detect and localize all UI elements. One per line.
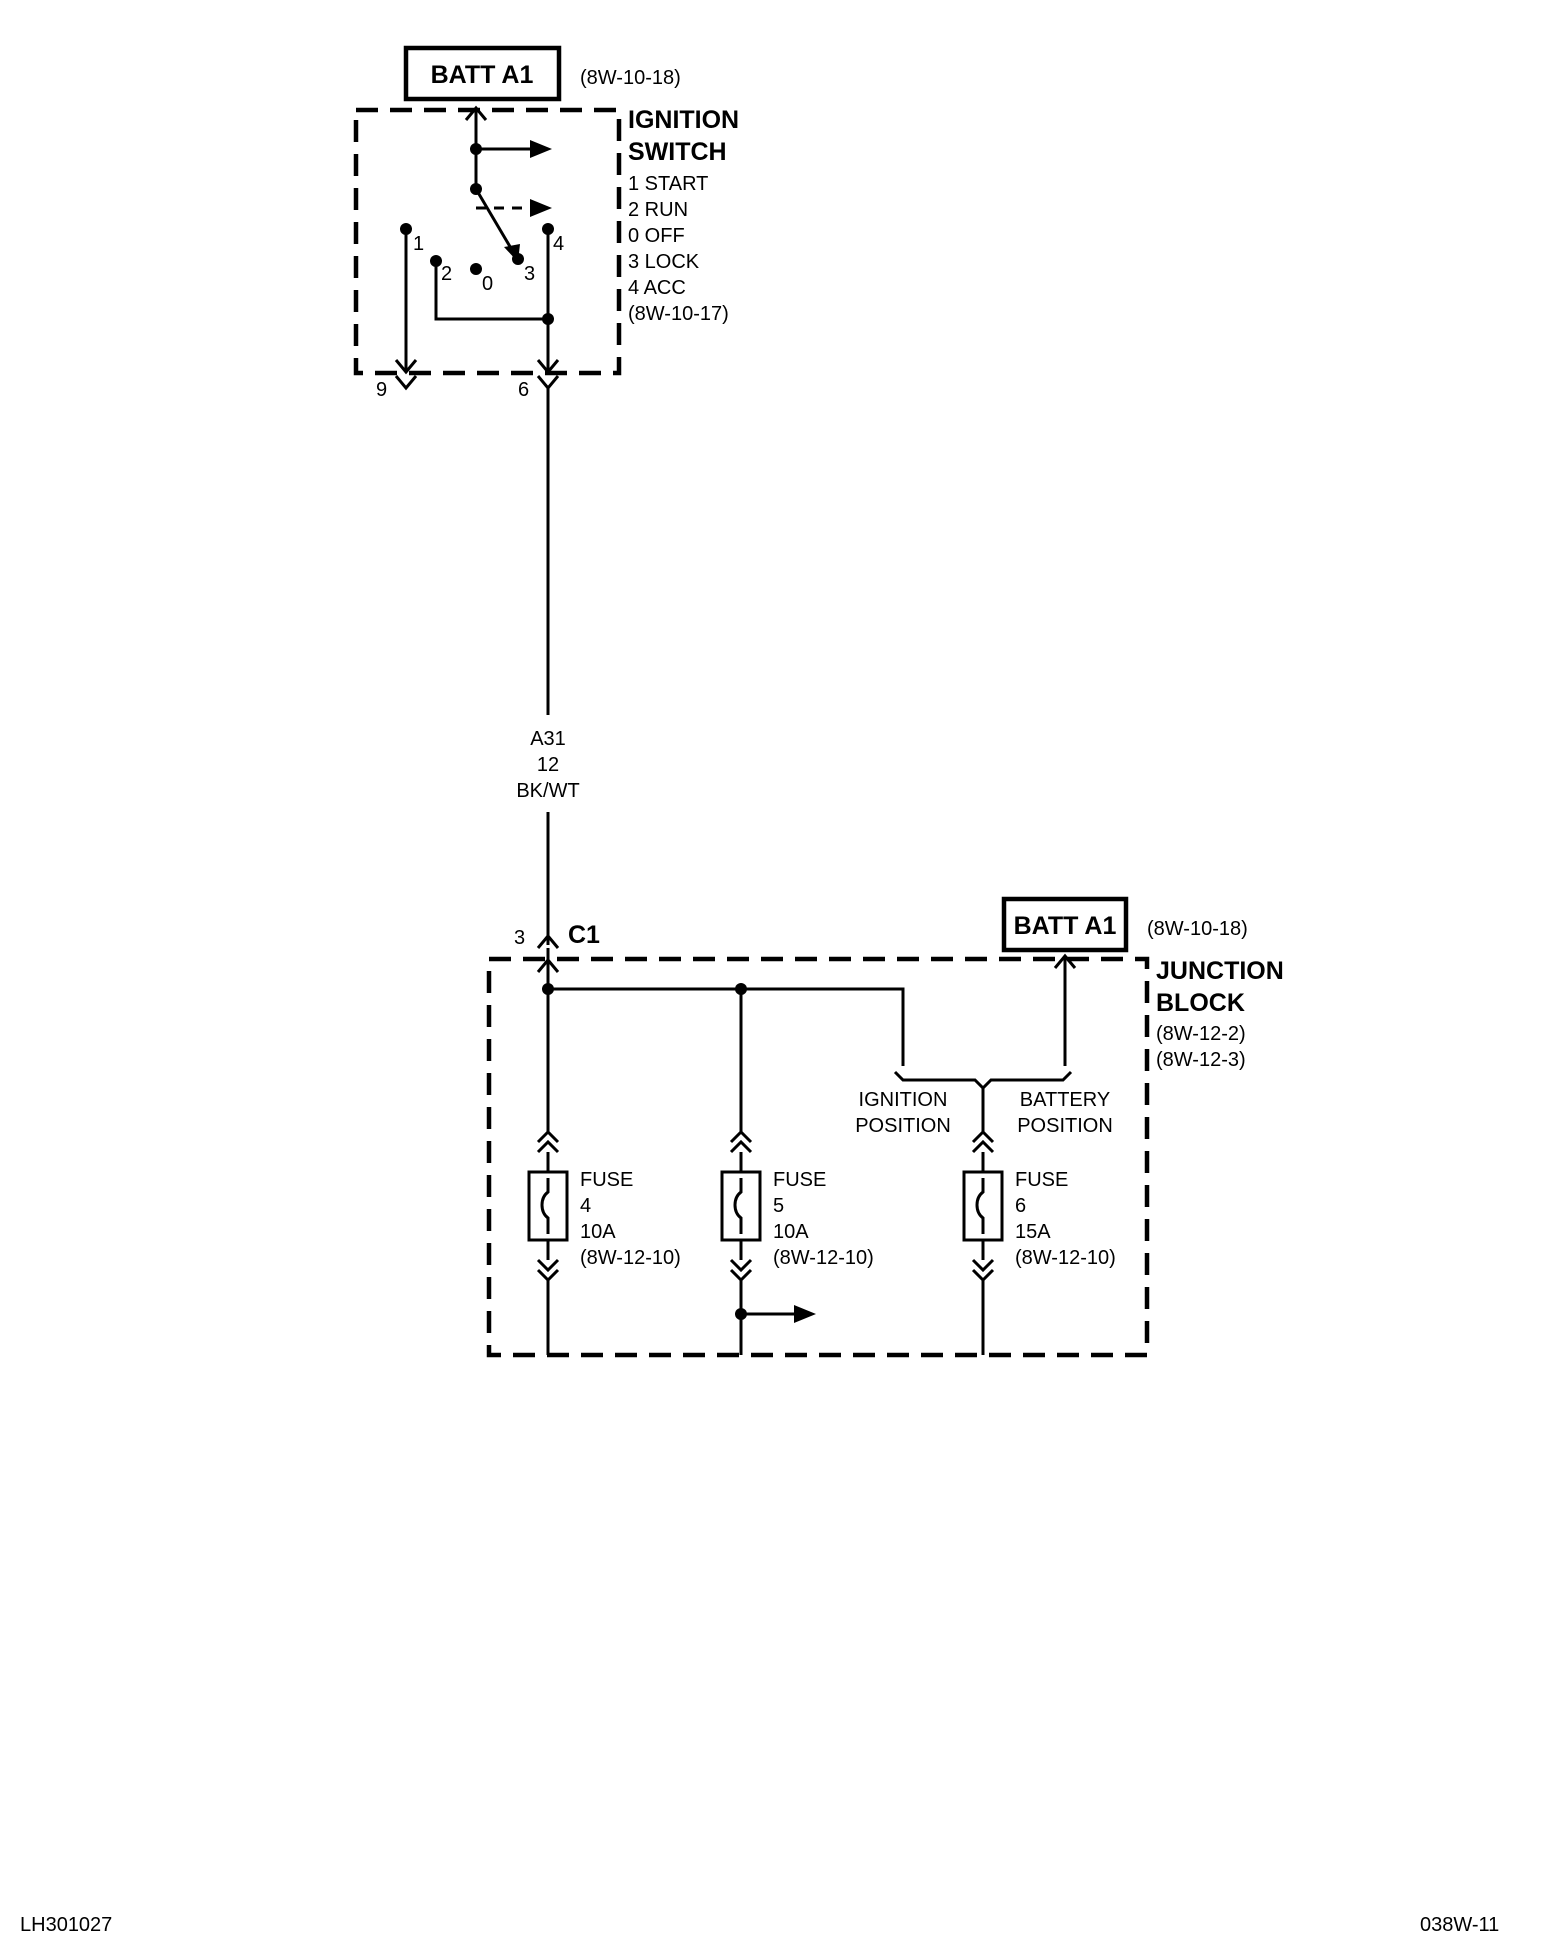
contact-0 <box>470 263 482 275</box>
switch-position-run: 2 RUN <box>628 199 688 221</box>
fuse-5-branch-arrow-icon <box>794 1305 816 1323</box>
pin-6-label: 6 <box>518 379 529 401</box>
fuse-5: FUSE 5 10A (8W-12-10) <box>720 1129 874 1355</box>
fuse-5-element-icon <box>733 1178 743 1234</box>
pin-9-arrow-icon <box>394 359 418 375</box>
ignition-position-1: IGNITION <box>859 1089 948 1111</box>
fuse-5-ref: (8W-12-10) <box>773 1247 874 1269</box>
junction-block-ref-2: (8W-12-3) <box>1156 1049 1246 1071</box>
fuse-6-number: 6 <box>1015 1195 1026 1217</box>
fuse-6-top-connector-icon <box>971 1129 995 1154</box>
fuse-5-word: FUSE <box>773 1169 826 1191</box>
junction-block: JUNCTION BLOCK (8W-12-2) (8W-12-3) IGNIT… <box>486 948 1284 1358</box>
fuse-5-bottom-connector-icon <box>729 1258 753 1283</box>
ignition-switch-title-2: SWITCH <box>628 138 727 166</box>
fuse-4-top-connector-icon <box>536 1129 560 1154</box>
contact-3-label: 3 <box>524 263 535 285</box>
batt-a1-bottom: BATT A1 (8W-10-18) <box>1001 896 1248 953</box>
batt-a1-top-box <box>403 45 562 102</box>
fuse-6: FUSE 6 15A (8W-12-10) <box>962 1129 1116 1355</box>
junction-block-title-1: JUNCTION <box>1156 957 1284 985</box>
fuse-4-word: FUSE <box>580 1169 633 1191</box>
ignition-switch-title-1: IGNITION <box>628 106 739 134</box>
switch-position-lock: 3 LOCK <box>628 251 700 273</box>
contact-0-label: 0 <box>482 273 493 295</box>
ignition-position-2: POSITION <box>855 1115 951 1137</box>
pin-9-label: 9 <box>376 379 387 401</box>
batt-a1-top-ref: (8W-10-18) <box>580 67 681 89</box>
ignition-switch-ref: (8W-10-17) <box>628 303 729 325</box>
fuse-4: FUSE 4 10A (8W-12-10) <box>527 1129 681 1355</box>
batt-a1-bottom-label: BATT A1 <box>1014 912 1117 940</box>
switch-wiper <box>474 188 514 251</box>
fuse-4-ref: (8W-12-10) <box>580 1247 681 1269</box>
connector-c1-name: C1 <box>568 921 600 949</box>
batt-a1-bottom-ref: (8W-10-18) <box>1147 918 1248 940</box>
wire-color-label: BK/WT <box>516 780 579 802</box>
switch-position-acc: 4 ACC <box>628 277 686 299</box>
pin-6-arrow-icon <box>536 359 560 375</box>
wire-circuit-label: A31 <box>530 728 566 750</box>
fuse-6-rating: 15A <box>1015 1221 1051 1243</box>
fuse-6-bottom-connector-icon <box>971 1258 995 1283</box>
bus-wire <box>548 987 905 1066</box>
connector-c1-icon <box>536 933 560 949</box>
fuse-4-number: 4 <box>580 1195 591 1217</box>
footer-left-code: LH301027 <box>20 1914 112 1936</box>
batt-a1-top-label: BATT A1 <box>431 61 534 89</box>
contact-3 <box>512 253 524 265</box>
fuse-4-rating: 10A <box>580 1221 616 1243</box>
footer-right-code: 038W-11 <box>1420 1914 1499 1936</box>
connector-c1: 3 C1 <box>514 921 600 949</box>
junction-block-ref-1: (8W-12-2) <box>1156 1023 1246 1045</box>
junction-block-title-2: BLOCK <box>1156 989 1245 1017</box>
bus-entry-arrow-icon <box>536 957 560 973</box>
pin-6-connector-icon <box>536 375 560 391</box>
fuse-6-ref: (8W-12-10) <box>1015 1247 1116 1269</box>
contact-2-label: 2 <box>441 263 452 285</box>
batt-a1-top: BATT A1 (8W-10-18) <box>403 45 681 102</box>
pin-9-connector-icon <box>394 375 418 391</box>
ignition-switch-border <box>353 107 622 376</box>
contact-splice <box>542 313 554 325</box>
fuse-4-bottom-connector-icon <box>536 1258 560 1283</box>
wire-gauge-label: 12 <box>537 754 559 776</box>
battery-position-2: POSITION <box>1017 1115 1113 1137</box>
switch-output-dashed-arrow-icon <box>530 199 552 217</box>
contact-1-label: 1 <box>413 233 424 255</box>
switch-feed-arrow-icon <box>464 105 488 121</box>
contact-2-jumper <box>434 261 548 321</box>
switch-position-off: 0 OFF <box>628 225 685 247</box>
wire-a31: A31 12 BK/WT <box>516 388 580 945</box>
battery-position-1: BATTERY <box>1020 1089 1110 1111</box>
batt-feed-arrow-icon <box>1053 953 1077 969</box>
ignition-switch: IGNITION SWITCH 1 START 2 RUN 0 OFF 3 LO… <box>353 105 739 401</box>
batt-a1-bottom-box <box>1001 896 1129 953</box>
fuse-5-top-connector-icon <box>729 1129 753 1154</box>
fuse-6-word: FUSE <box>1015 1169 1068 1191</box>
junction-block-border <box>486 956 1150 1358</box>
switch-output-arrow-icon <box>530 140 552 158</box>
connector-c1-pin: 3 <box>514 927 525 949</box>
switch-position-start: 1 START <box>628 173 708 195</box>
fuse-5-rating: 10A <box>773 1221 809 1243</box>
fuse-4-element-icon <box>540 1178 550 1234</box>
position-selector <box>893 1070 1073 1091</box>
fuse-5-number: 5 <box>773 1195 784 1217</box>
contact-4-label: 4 <box>553 233 564 255</box>
fuse-6-element-icon <box>975 1178 985 1234</box>
